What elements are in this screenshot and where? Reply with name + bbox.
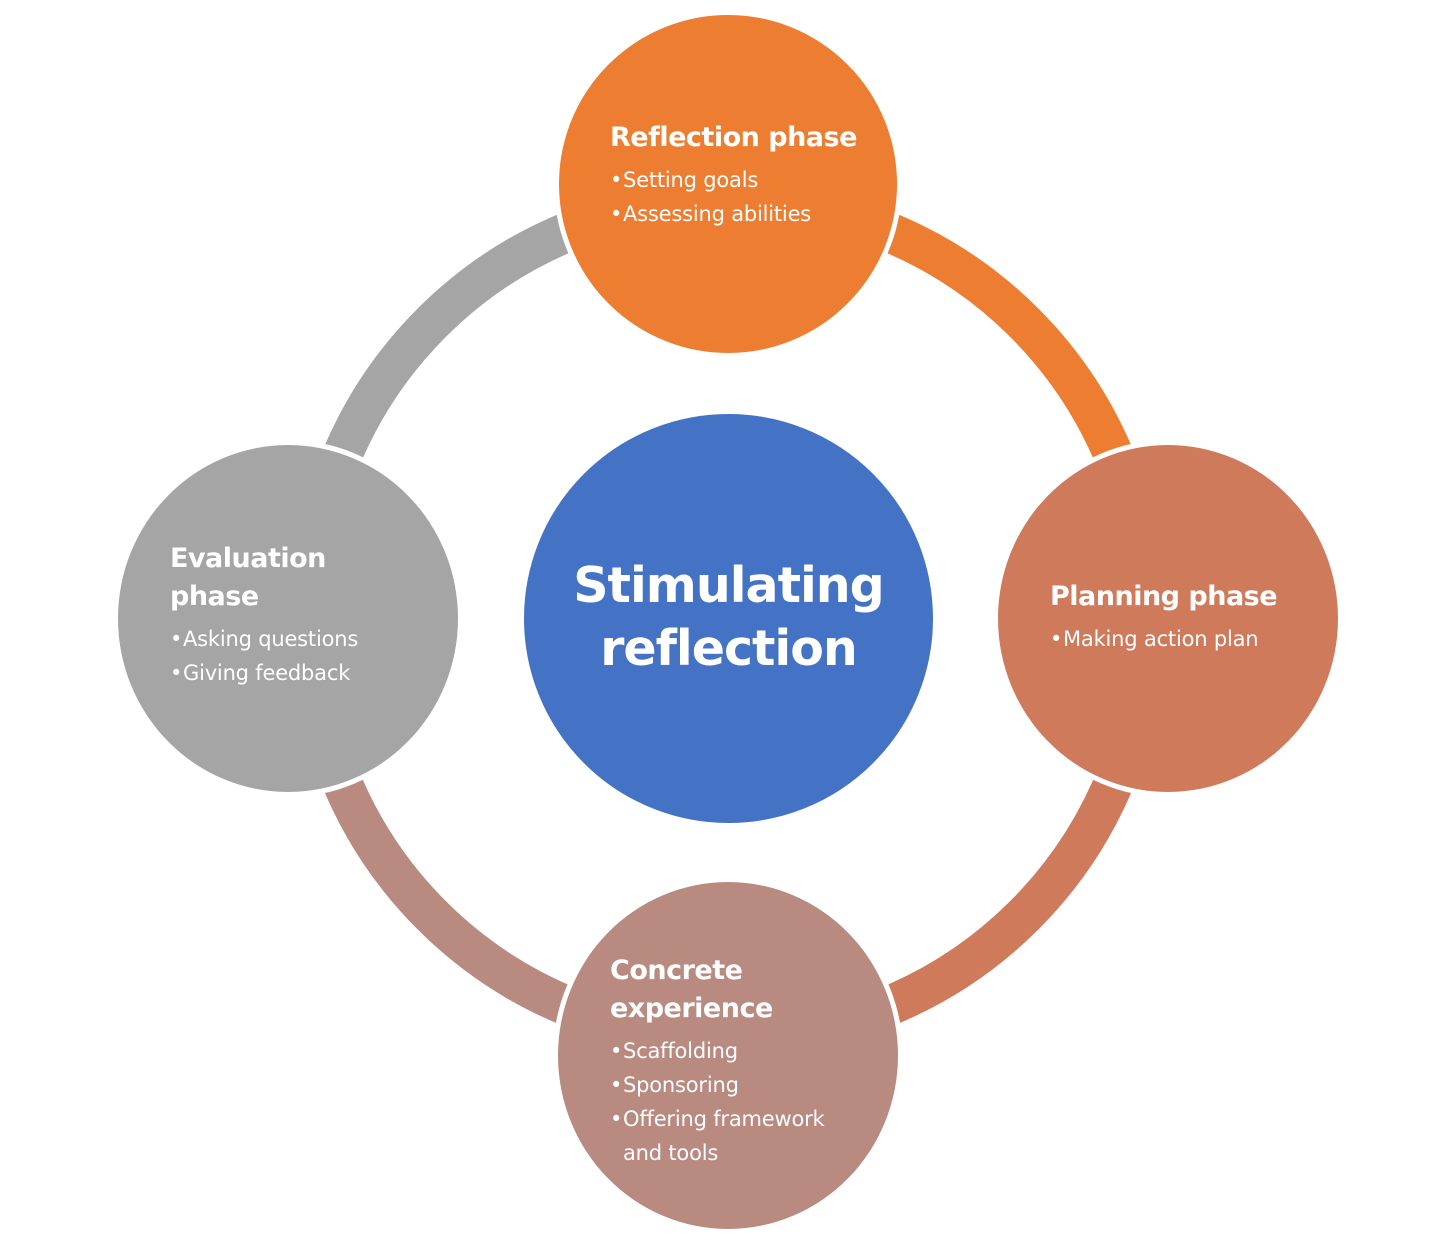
concrete-experience-title-line-2: experience: [610, 993, 773, 1024]
list-item: Scaffolding: [610, 1034, 862, 1068]
reflection-phase-node: Reflection phase Setting goals Assessing…: [554, 10, 902, 358]
planning-phase-title: Planning phase: [1050, 581, 1278, 612]
reflection-phase-list: Setting goals Assessing abilities: [610, 163, 877, 231]
concrete-experience-list: Scaffolding Sponsoring Offering framewor…: [610, 1034, 862, 1170]
evaluation-phase-title-line-1: Evaluation: [170, 543, 326, 574]
evaluation-phase-list: Asking questions Giving feedback: [170, 622, 438, 690]
planning-phase-list: Making action plan: [1050, 622, 1318, 656]
list-item: Giving feedback: [170, 656, 438, 690]
center-node: Stimulating reflection: [521, 411, 936, 826]
list-item: Sponsoring: [610, 1068, 862, 1102]
list-item: Making action plan: [1050, 622, 1318, 656]
list-item: Offering framework and tools: [610, 1102, 862, 1170]
list-item: Assessing abilities: [610, 197, 877, 231]
center-title-line-2: reflection: [600, 620, 858, 677]
evaluation-phase-title: Evaluation phase: [170, 540, 438, 616]
list-item: Setting goals: [610, 163, 877, 197]
center-title-line-1: Stimulating: [573, 557, 885, 614]
planning-phase-node: Planning phase Making action plan: [993, 440, 1343, 797]
concrete-experience-node: Concrete experience Scaffolding Sponsori…: [553, 877, 903, 1234]
evaluation-phase-title-line-2: phase: [170, 581, 259, 612]
center-title: Stimulating reflection: [524, 554, 933, 680]
list-item: Asking questions: [170, 622, 438, 656]
evaluation-phase-node: Evaluation phase Asking questions Giving…: [113, 440, 463, 797]
reflection-phase-title: Reflection phase: [610, 122, 857, 153]
concrete-experience-title-line-1: Concrete: [610, 955, 743, 986]
concrete-experience-title: Concrete experience: [610, 952, 862, 1028]
